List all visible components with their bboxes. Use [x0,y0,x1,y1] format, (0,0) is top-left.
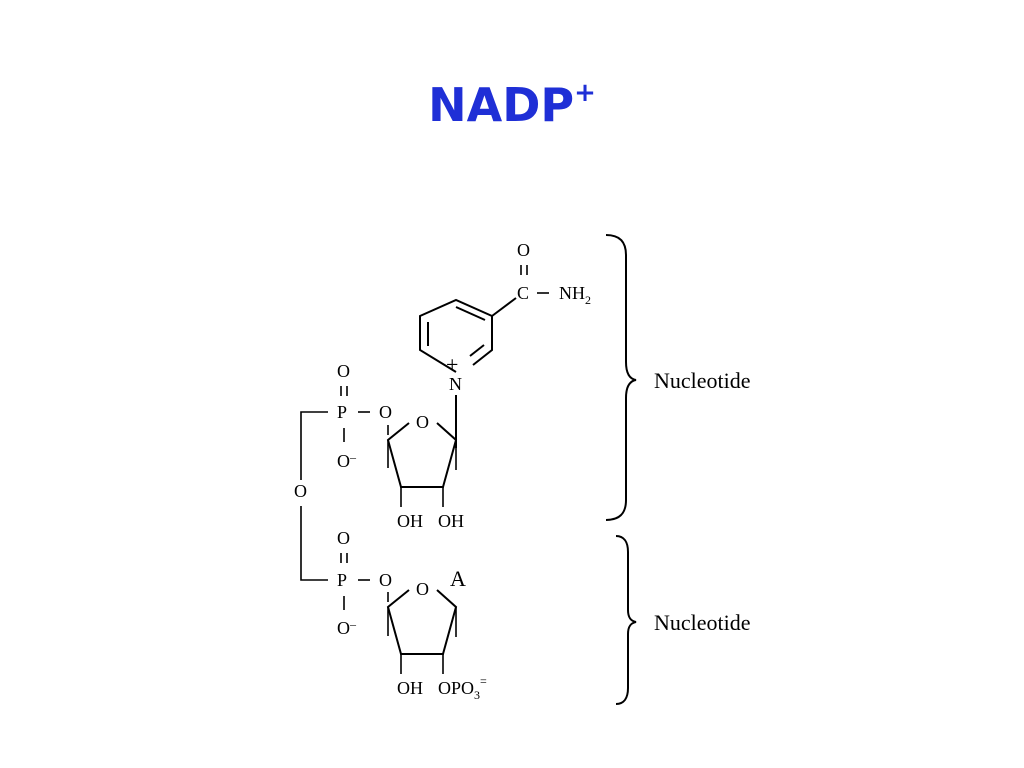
carbonyl-c-label: C [517,283,529,303]
phosphate-1-group: O P O O– [337,361,392,471]
carbonyl-o-label: O [517,240,530,260]
p2-label: P [337,570,347,590]
r1-oh-left-label: OH [397,511,423,531]
ring-double-bond-3 [469,344,485,357]
p2-o-top-label: O [337,528,350,548]
p1-o-minus-o: O [337,451,350,471]
r2-ring-o-label: O [416,579,429,599]
r2-base-label: A [450,566,466,591]
p1-minus-sign: – [349,450,357,464]
ring-double-bond-2 [455,306,486,321]
p1-ester-o-label: O [379,402,392,422]
lower-nucleotide-label: Nucleotide [654,610,751,635]
title-charge: + [574,77,596,108]
slide-title: NADP+ [0,78,1024,133]
ribose-2-group: O A OH OPO3= [386,566,487,702]
ring-charge-label: + [446,352,458,377]
bridge-o-label: O [294,481,307,501]
r2-opo3-charge: = [480,674,487,688]
p2-minus-sign: – [349,617,357,631]
bridge-lower-line [300,506,328,581]
nicotinamide-group: O C NH2 + N [419,240,591,448]
r1-oh-right-label: OH [438,511,464,531]
p1-o-top-label: O [337,361,350,381]
r2-ring-bonds [386,589,458,655]
p1-o-minus-label: O– [337,450,357,471]
p2-o-minus-o: O [337,618,350,638]
ribose-1-group: O OH OH [386,412,464,531]
phosphate-2-group: O P O O– [337,528,392,638]
title-text: NADP [428,78,575,132]
amide-label: NH2 [559,283,591,307]
pyrophosphate-bridge: O [294,411,328,581]
r1-ring-o-label: O [416,412,429,432]
upper-brace-shape [605,234,637,521]
lower-brace-shape [615,535,637,705]
p2-ester-o-label: O [379,570,392,590]
r2-opo3-subscript: 3 [474,688,480,702]
r2-opo3-text: OPO [438,678,474,698]
amide-nh: NH [559,283,585,303]
pyridine-ring-bonds [419,298,493,373]
bridge-upper-line [300,411,328,480]
r2-opo3-label: OPO3= [438,674,487,702]
p2-o-minus-label: O– [337,617,357,638]
lower-nucleotide-brace: Nucleotide [615,535,751,705]
upper-nucleotide-label: Nucleotide [654,368,751,393]
r1-ring-bonds [386,422,458,488]
p1-label: P [337,402,347,422]
r2-oh-label: OH [397,678,423,698]
ring-to-carbonyl-bond [491,297,517,317]
amide-subscript: 2 [585,293,591,307]
ring-n-label: N [449,374,462,394]
upper-nucleotide-brace: Nucleotide [605,234,751,521]
